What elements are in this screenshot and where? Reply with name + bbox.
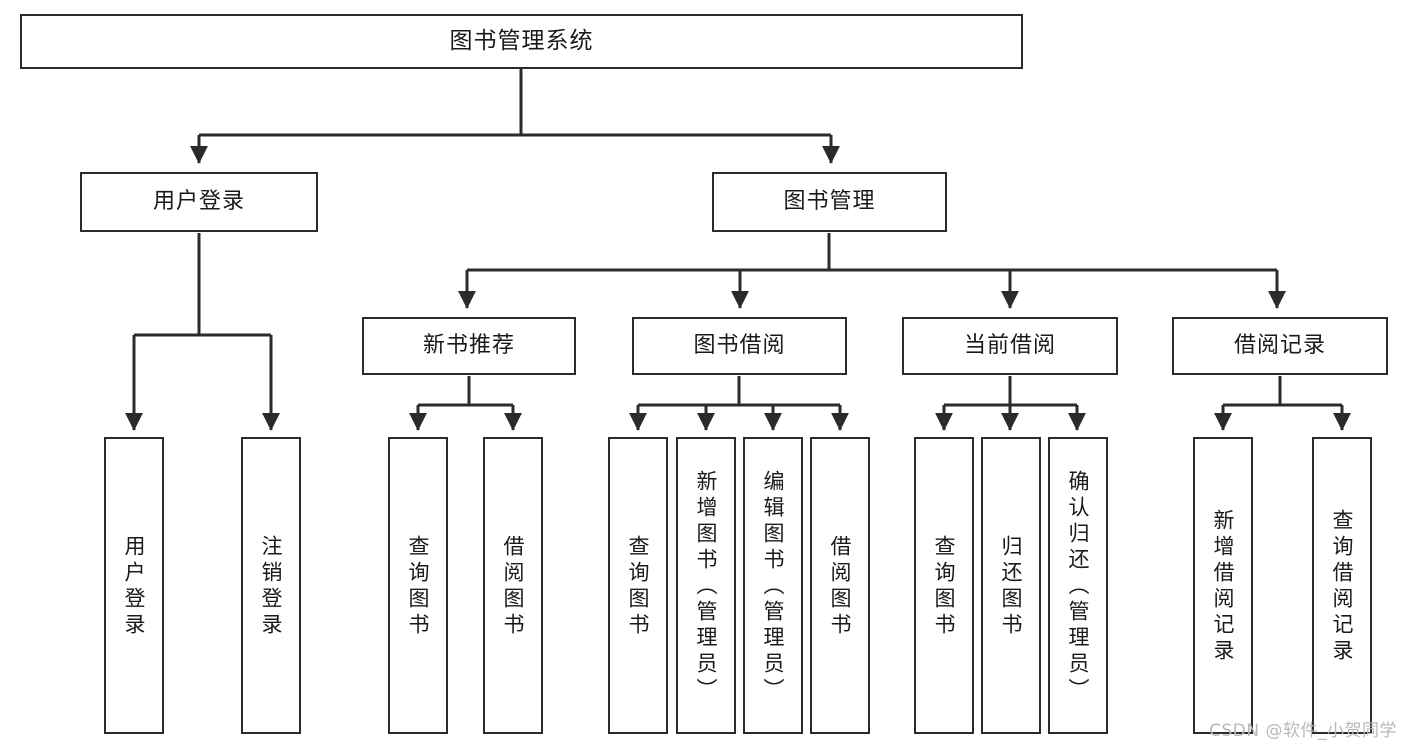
node-borrow-record[interactable]: 借阅记录	[1172, 317, 1388, 375]
leaf-query-book-1[interactable]: 查询图书	[388, 437, 448, 734]
leaf-label: 确认归还（管理员）	[1066, 469, 1091, 704]
leaf-label: 借阅图书	[828, 534, 853, 639]
leaf-label: 编辑图书（管理员）	[761, 469, 786, 704]
node-book-borrow[interactable]: 图书借阅	[632, 317, 847, 375]
leaf-query-record[interactable]: 查询借阅记录	[1312, 437, 1372, 734]
node-root-system[interactable]: 图书管理系统	[20, 14, 1023, 69]
leaf-label: 查询图书	[406, 534, 431, 639]
leaf-user-login[interactable]: 用户登录	[104, 437, 164, 734]
leaf-return-book[interactable]: 归还图书	[981, 437, 1041, 734]
leaf-borrow-book-2[interactable]: 借阅图书	[810, 437, 870, 734]
node-current-borrow[interactable]: 当前借阅	[902, 317, 1118, 375]
leaf-label: 借阅图书	[501, 534, 526, 639]
node-new-book-recommend[interactable]: 新书推荐	[362, 317, 576, 375]
leaf-confirm-return[interactable]: 确认归还（管理员）	[1048, 437, 1108, 734]
leaf-label: 新增图书（管理员）	[694, 469, 719, 704]
leaf-label: 查询图书	[626, 534, 651, 639]
csdn-watermark: CSDN @软件_小贺同学	[1209, 721, 1397, 741]
leaf-label: 新增借阅记录	[1211, 508, 1236, 665]
leaf-label: 注销登录	[259, 534, 284, 639]
leaf-label: 归还图书	[999, 534, 1024, 639]
leaf-query-book-2[interactable]: 查询图书	[608, 437, 668, 734]
leaf-borrow-book-1[interactable]: 借阅图书	[483, 437, 543, 734]
leaf-label: 查询借阅记录	[1330, 508, 1355, 665]
leaf-label: 查询图书	[932, 534, 957, 639]
leaf-add-record[interactable]: 新增借阅记录	[1193, 437, 1253, 734]
node-book-manage[interactable]: 图书管理	[712, 172, 947, 232]
node-user-login[interactable]: 用户登录	[80, 172, 318, 232]
leaf-query-book-3[interactable]: 查询图书	[914, 437, 974, 734]
leaf-user-logout[interactable]: 注销登录	[241, 437, 301, 734]
leaf-edit-book[interactable]: 编辑图书（管理员）	[743, 437, 803, 734]
leaf-add-book[interactable]: 新增图书（管理员）	[676, 437, 736, 734]
leaf-label: 用户登录	[122, 534, 147, 639]
